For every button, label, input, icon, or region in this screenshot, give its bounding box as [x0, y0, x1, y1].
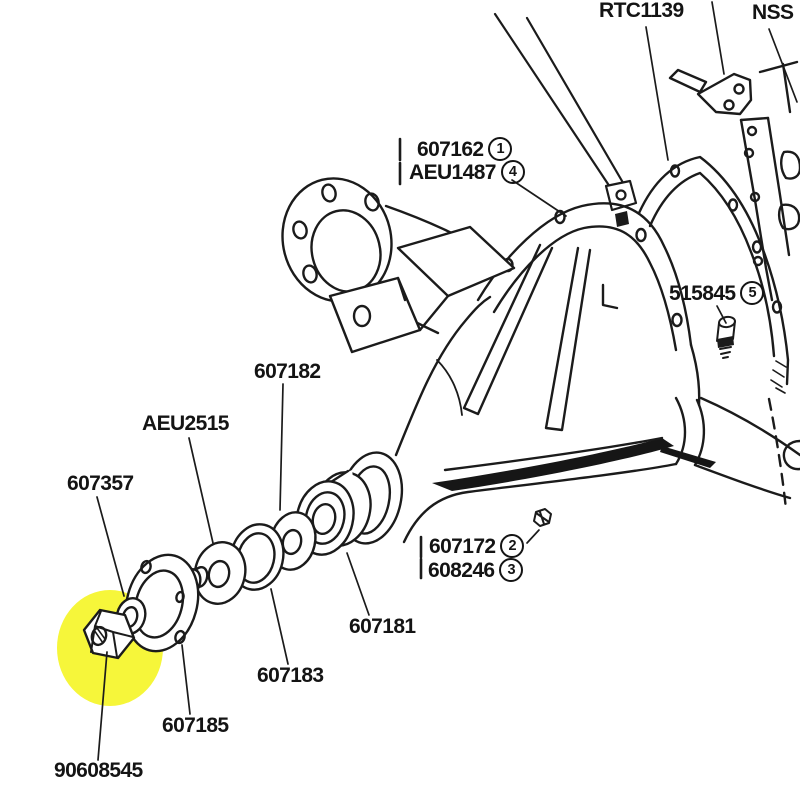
- callout-badge: 4: [500, 160, 525, 184]
- part-label-aeu1487[interactable]: AEU1487 4: [409, 160, 525, 184]
- callout-badge: 1: [488, 137, 513, 161]
- part-label-rtc1139[interactable]: RTC1139: [599, 0, 684, 21]
- part-label-607185[interactable]: 607185: [162, 714, 229, 737]
- rear-cover-plate: [739, 60, 800, 302]
- part-number: 607183: [257, 664, 324, 687]
- part-label-aeu2515[interactable]: AEU2515: [142, 413, 229, 434]
- part-number: 607172: [429, 534, 496, 558]
- part-number: 607181: [349, 615, 416, 638]
- part-number: AEU2515: [142, 412, 229, 435]
- breather-pipe-lines: [493, 12, 638, 227]
- part-number: 607357: [67, 472, 134, 495]
- part-label-607183[interactable]: 607183: [257, 664, 324, 687]
- callout-badge: 2: [500, 534, 525, 558]
- breather-plug: [716, 315, 736, 359]
- spring-bracket: [328, 225, 516, 354]
- part-number: 608246: [428, 558, 495, 582]
- part-number: 515845: [669, 281, 736, 305]
- part-number: 607162: [417, 137, 484, 161]
- drain-plug: [533, 508, 552, 527]
- part-number: AEU1487: [409, 160, 496, 184]
- part-number: NSS: [752, 1, 794, 24]
- leader-lines: [96, 1, 798, 761]
- part-number: RTC1139: [599, 0, 684, 22]
- drive-flange-607185: [124, 553, 209, 653]
- part-number: 607182: [254, 360, 321, 383]
- axle-flange: [281, 177, 393, 303]
- nss-bracket: [668, 68, 753, 116]
- callout-badge: 3: [499, 558, 524, 582]
- part-label-607357[interactable]: 607357: [67, 472, 134, 495]
- bearing-607181: [295, 469, 372, 556]
- part-number: 90608545: [54, 759, 143, 782]
- part-label-607172[interactable]: 607172 2: [429, 534, 525, 558]
- nut-90608545: [82, 608, 136, 660]
- part-label-607182[interactable]: 607182: [254, 360, 321, 383]
- gasket: [637, 155, 790, 394]
- part-label-608246[interactable]: 608246 3: [428, 558, 524, 582]
- part-label-607181[interactable]: 607181: [349, 615, 416, 638]
- part-label-515845[interactable]: 515845 5: [669, 281, 765, 305]
- seal-aeu2515: [193, 541, 247, 605]
- diff-housing: [338, 202, 800, 545]
- part-label-607162[interactable]: 607162 1: [417, 137, 513, 161]
- part-number: 607185: [162, 714, 229, 737]
- part-label-90608545[interactable]: 90608545: [54, 760, 143, 781]
- callout-badge: 5: [740, 281, 765, 305]
- part-label-nss[interactable]: NSS: [752, 1, 794, 24]
